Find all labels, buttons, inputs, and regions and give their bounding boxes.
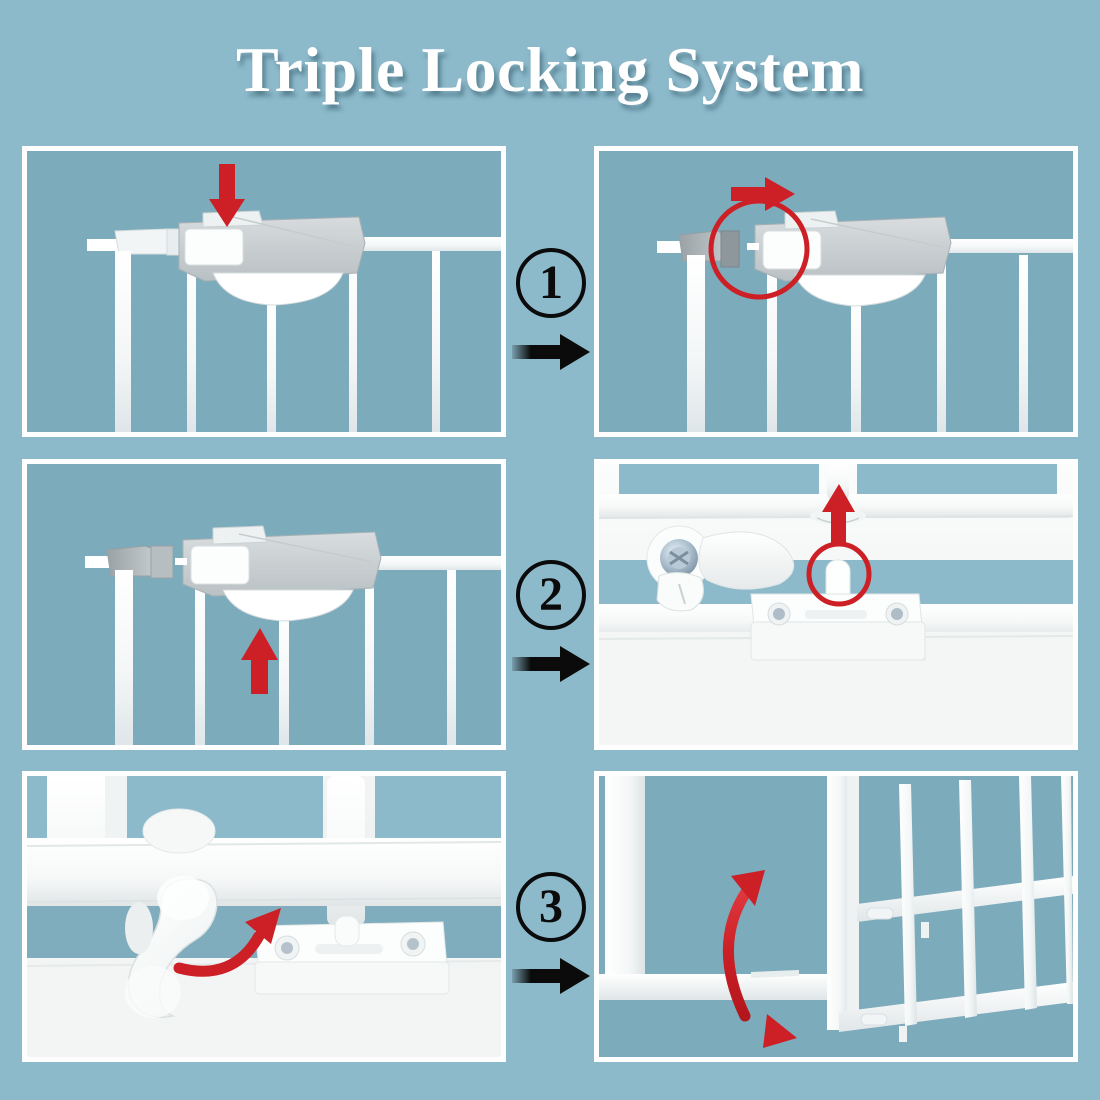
panel-step3-rotate-handle (22, 771, 506, 1062)
arrow-right-icon (512, 646, 590, 682)
panel-step2-bottom-pin (594, 459, 1078, 750)
arrow-right-icon (731, 177, 795, 211)
panel-4-content (599, 464, 1073, 745)
step-badge-3: 3 (512, 872, 590, 1022)
gate-latch-illustration-3 (27, 464, 501, 745)
arrow-up-icon (822, 484, 855, 544)
panel-1-content (27, 151, 501, 432)
panel-step3-gate-swings (594, 771, 1078, 1062)
step-number-3: 3 (516, 872, 586, 942)
panel-6-content (599, 776, 1073, 1057)
floor-bracket (254, 915, 450, 995)
panel-5-content (27, 776, 501, 1057)
arrow-right-icon (512, 958, 590, 994)
gate-latch-illustration-1 (27, 151, 501, 432)
panel-2-content (599, 151, 1073, 432)
page-title: Triple Locking System (236, 34, 864, 105)
floor-bracket (750, 593, 926, 661)
panel-step2-lift-lever (22, 459, 506, 750)
panel-step1-slide-latch (594, 146, 1078, 437)
curved-arrow-icon (173, 908, 281, 977)
arrow-down-icon (209, 164, 245, 227)
arrow-right-icon (512, 334, 590, 370)
panel-step1-press-down (22, 146, 506, 437)
arrow-up-icon (241, 628, 278, 694)
bottom-lock-photo (599, 464, 1073, 745)
step-badge-2: 2 (512, 560, 590, 710)
curved-double-arrow-icon (722, 870, 797, 1048)
rotate-handle-photo (27, 776, 501, 1057)
step-number-2: 2 (516, 560, 586, 630)
page-header: Triple Locking System (0, 0, 1100, 140)
panel-3-content (27, 464, 501, 745)
step-badge-1: 1 (512, 248, 590, 398)
step-number-1: 1 (516, 248, 586, 318)
gate-swing-illustration (599, 776, 1073, 1057)
gate-latch-illustration-2 (599, 151, 1073, 432)
rotating-handle (125, 876, 218, 1018)
swinging-gate (827, 776, 1073, 1042)
